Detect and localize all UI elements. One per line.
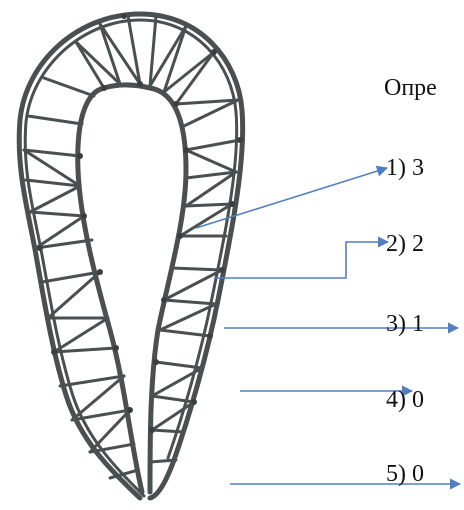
arrow-to-option-2 — [214, 236, 390, 279]
option-5-label: 5) 0 — [386, 461, 424, 487]
option-4-label: 4) 0 — [386, 387, 424, 413]
inner-outline-left — [75, 85, 145, 495]
junction-dots — [37, 13, 243, 433]
pointer-arrows — [195, 165, 462, 490]
question-prompt: Опре — [384, 75, 437, 101]
option-2-label: 2) 2 — [386, 231, 424, 257]
option-3-label: 3) 1 — [386, 311, 424, 337]
inner-outline-right — [101, 82, 189, 495]
hand-drawn-shape — [16, 11, 246, 501]
outer-outline — [16, 11, 246, 501]
arrow-to-option-1 — [195, 165, 389, 229]
lattice-lines — [22, 14, 242, 480]
option-1-label: 1) 3 — [386, 155, 424, 181]
